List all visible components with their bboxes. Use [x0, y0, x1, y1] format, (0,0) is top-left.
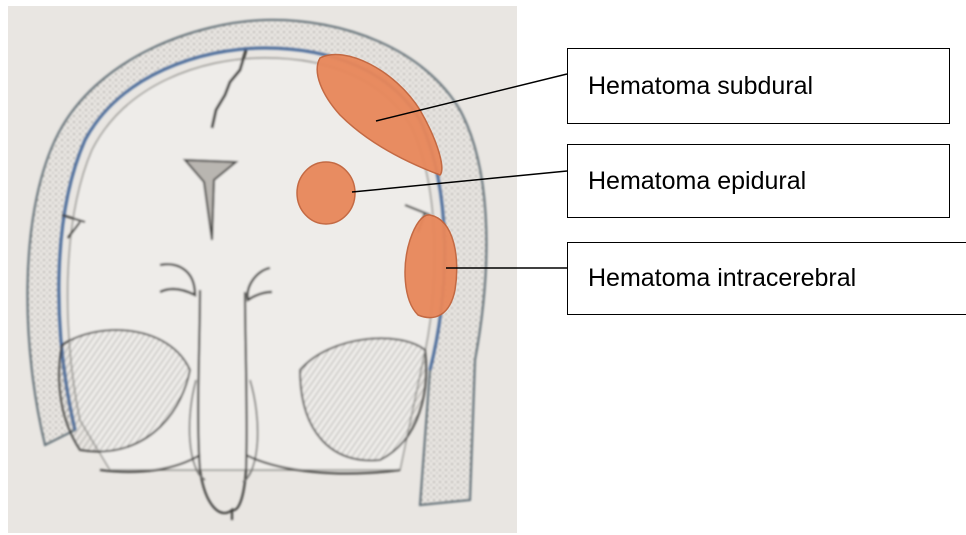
label-epidural: Hematoma epidural	[588, 167, 806, 196]
label-box-epidural: Hematoma epidural	[567, 144, 950, 218]
epidural-hematoma	[297, 162, 355, 224]
label-box-subdural: Hematoma subdural	[567, 48, 950, 124]
label-intracerebral: Hematoma intracerebral	[588, 264, 856, 293]
label-subdural: Hematoma subdural	[588, 72, 813, 101]
label-box-intracerebral: Hematoma intracerebral	[567, 242, 966, 315]
